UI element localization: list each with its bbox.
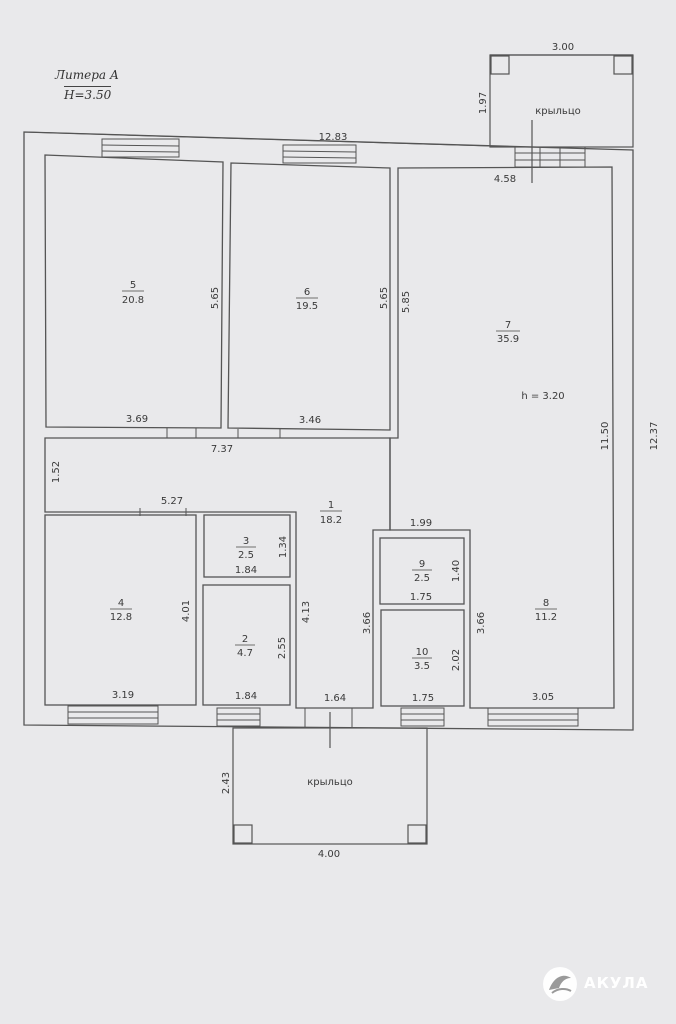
svg-text:4.7: 4.7: [237, 648, 253, 659]
svg-text:3.46: 3.46: [299, 415, 321, 426]
top-porch-label: крыльцо: [535, 106, 581, 117]
svg-text:1.52: 1.52: [51, 461, 62, 483]
svg-text:3.19: 3.19: [112, 690, 134, 701]
svg-text:3.66: 3.66: [362, 612, 373, 634]
svg-text:3.05: 3.05: [532, 692, 554, 703]
svg-text:1.84: 1.84: [235, 565, 257, 576]
svg-text:1.84: 1.84: [235, 691, 257, 702]
windows: [67, 138, 586, 727]
svg-text:1: 1: [328, 500, 334, 511]
room-label-5: 5 20.8: [122, 280, 144, 306]
brand-logo: АКУЛА: [540, 964, 670, 1004]
outer-walls: [23, 131, 634, 731]
svg-text:35.9: 35.9: [497, 334, 519, 345]
svg-text:2.5: 2.5: [238, 550, 254, 561]
svg-text:4.00: 4.00: [318, 849, 340, 860]
svg-text:7.37: 7.37: [211, 444, 233, 455]
svg-text:3.00: 3.00: [552, 42, 574, 53]
svg-text:2.5: 2.5: [414, 573, 430, 584]
dimension-labels-horizontal: 3.00 12.83 4.58 3.69 3.46 7.37 5.27 1.99…: [112, 42, 574, 860]
svg-text:12.83: 12.83: [319, 132, 348, 143]
room-label-1: 1 18.2: [320, 500, 342, 526]
svg-text:1.99: 1.99: [410, 518, 432, 529]
room7-height-label: h = 3.20: [521, 391, 564, 402]
svg-text:5.27: 5.27: [161, 496, 183, 507]
svg-text:1.97: 1.97: [478, 92, 489, 114]
svg-text:5.65: 5.65: [210, 287, 221, 309]
svg-text:1.75: 1.75: [412, 693, 434, 704]
svg-text:9: 9: [419, 559, 425, 570]
svg-text:3.5: 3.5: [414, 661, 430, 672]
bottom-porch: [232, 712, 428, 845]
bottom-porch-label: крыльцо: [307, 777, 353, 788]
room-label-9: 9 2.5: [412, 559, 432, 584]
svg-text:2.43: 2.43: [221, 772, 232, 794]
litera-label: Литера А: [55, 68, 119, 82]
top-porch: [489, 54, 634, 183]
svg-text:2.02: 2.02: [451, 649, 462, 671]
svg-text:4.01: 4.01: [181, 600, 192, 622]
room-label-6: 6 19.5: [296, 287, 318, 312]
svg-text:4.13: 4.13: [301, 601, 312, 623]
svg-text:1.34: 1.34: [278, 536, 289, 558]
door-openings: [139, 428, 353, 728]
svg-text:3.69: 3.69: [126, 414, 148, 425]
room-label-2: 2 4.7: [235, 634, 255, 659]
svg-text:19.5: 19.5: [296, 301, 318, 312]
shark-icon: [543, 967, 577, 1001]
room-label-3: 3 2.5: [236, 536, 256, 561]
svg-text:7: 7: [505, 320, 511, 331]
svg-text:1.40: 1.40: [451, 560, 462, 582]
room-label-7: 7 35.9: [496, 320, 520, 345]
room-label-4: 4 12.8: [110, 598, 132, 623]
svg-text:3.66: 3.66: [476, 612, 487, 634]
brand-name: АКУЛА: [584, 974, 649, 992]
svg-text:11.50: 11.50: [600, 422, 611, 451]
svg-text:5.65: 5.65: [379, 287, 390, 309]
svg-text:18.2: 18.2: [320, 515, 342, 526]
svg-text:20.8: 20.8: [122, 295, 144, 306]
svg-text:5.85: 5.85: [401, 291, 412, 313]
svg-text:10: 10: [416, 647, 429, 658]
svg-text:2.55: 2.55: [277, 637, 288, 659]
room-label-10: 10 3.5: [412, 647, 432, 672]
svg-text:3: 3: [243, 536, 249, 547]
svg-text:5: 5: [130, 280, 136, 291]
svg-text:6: 6: [304, 287, 310, 298]
room-walls: [44, 154, 615, 709]
svg-text:8: 8: [543, 598, 549, 609]
room-label-8: 8 11.2: [535, 598, 557, 623]
svg-text:1.75: 1.75: [410, 592, 432, 603]
svg-text:4.58: 4.58: [494, 174, 516, 185]
dimension-labels-vertical: 1.97 5.65 5.65 5.85 11.50 12.37 1.52 1.3…: [51, 92, 660, 794]
svg-text:4: 4: [118, 598, 124, 609]
svg-text:1.64: 1.64: [324, 693, 346, 704]
building-height-label: Н=3.50: [64, 86, 112, 102]
svg-text:12.37: 12.37: [649, 422, 660, 451]
svg-text:12.8: 12.8: [110, 612, 132, 623]
svg-text:11.2: 11.2: [535, 612, 557, 623]
svg-text:2: 2: [242, 634, 248, 645]
